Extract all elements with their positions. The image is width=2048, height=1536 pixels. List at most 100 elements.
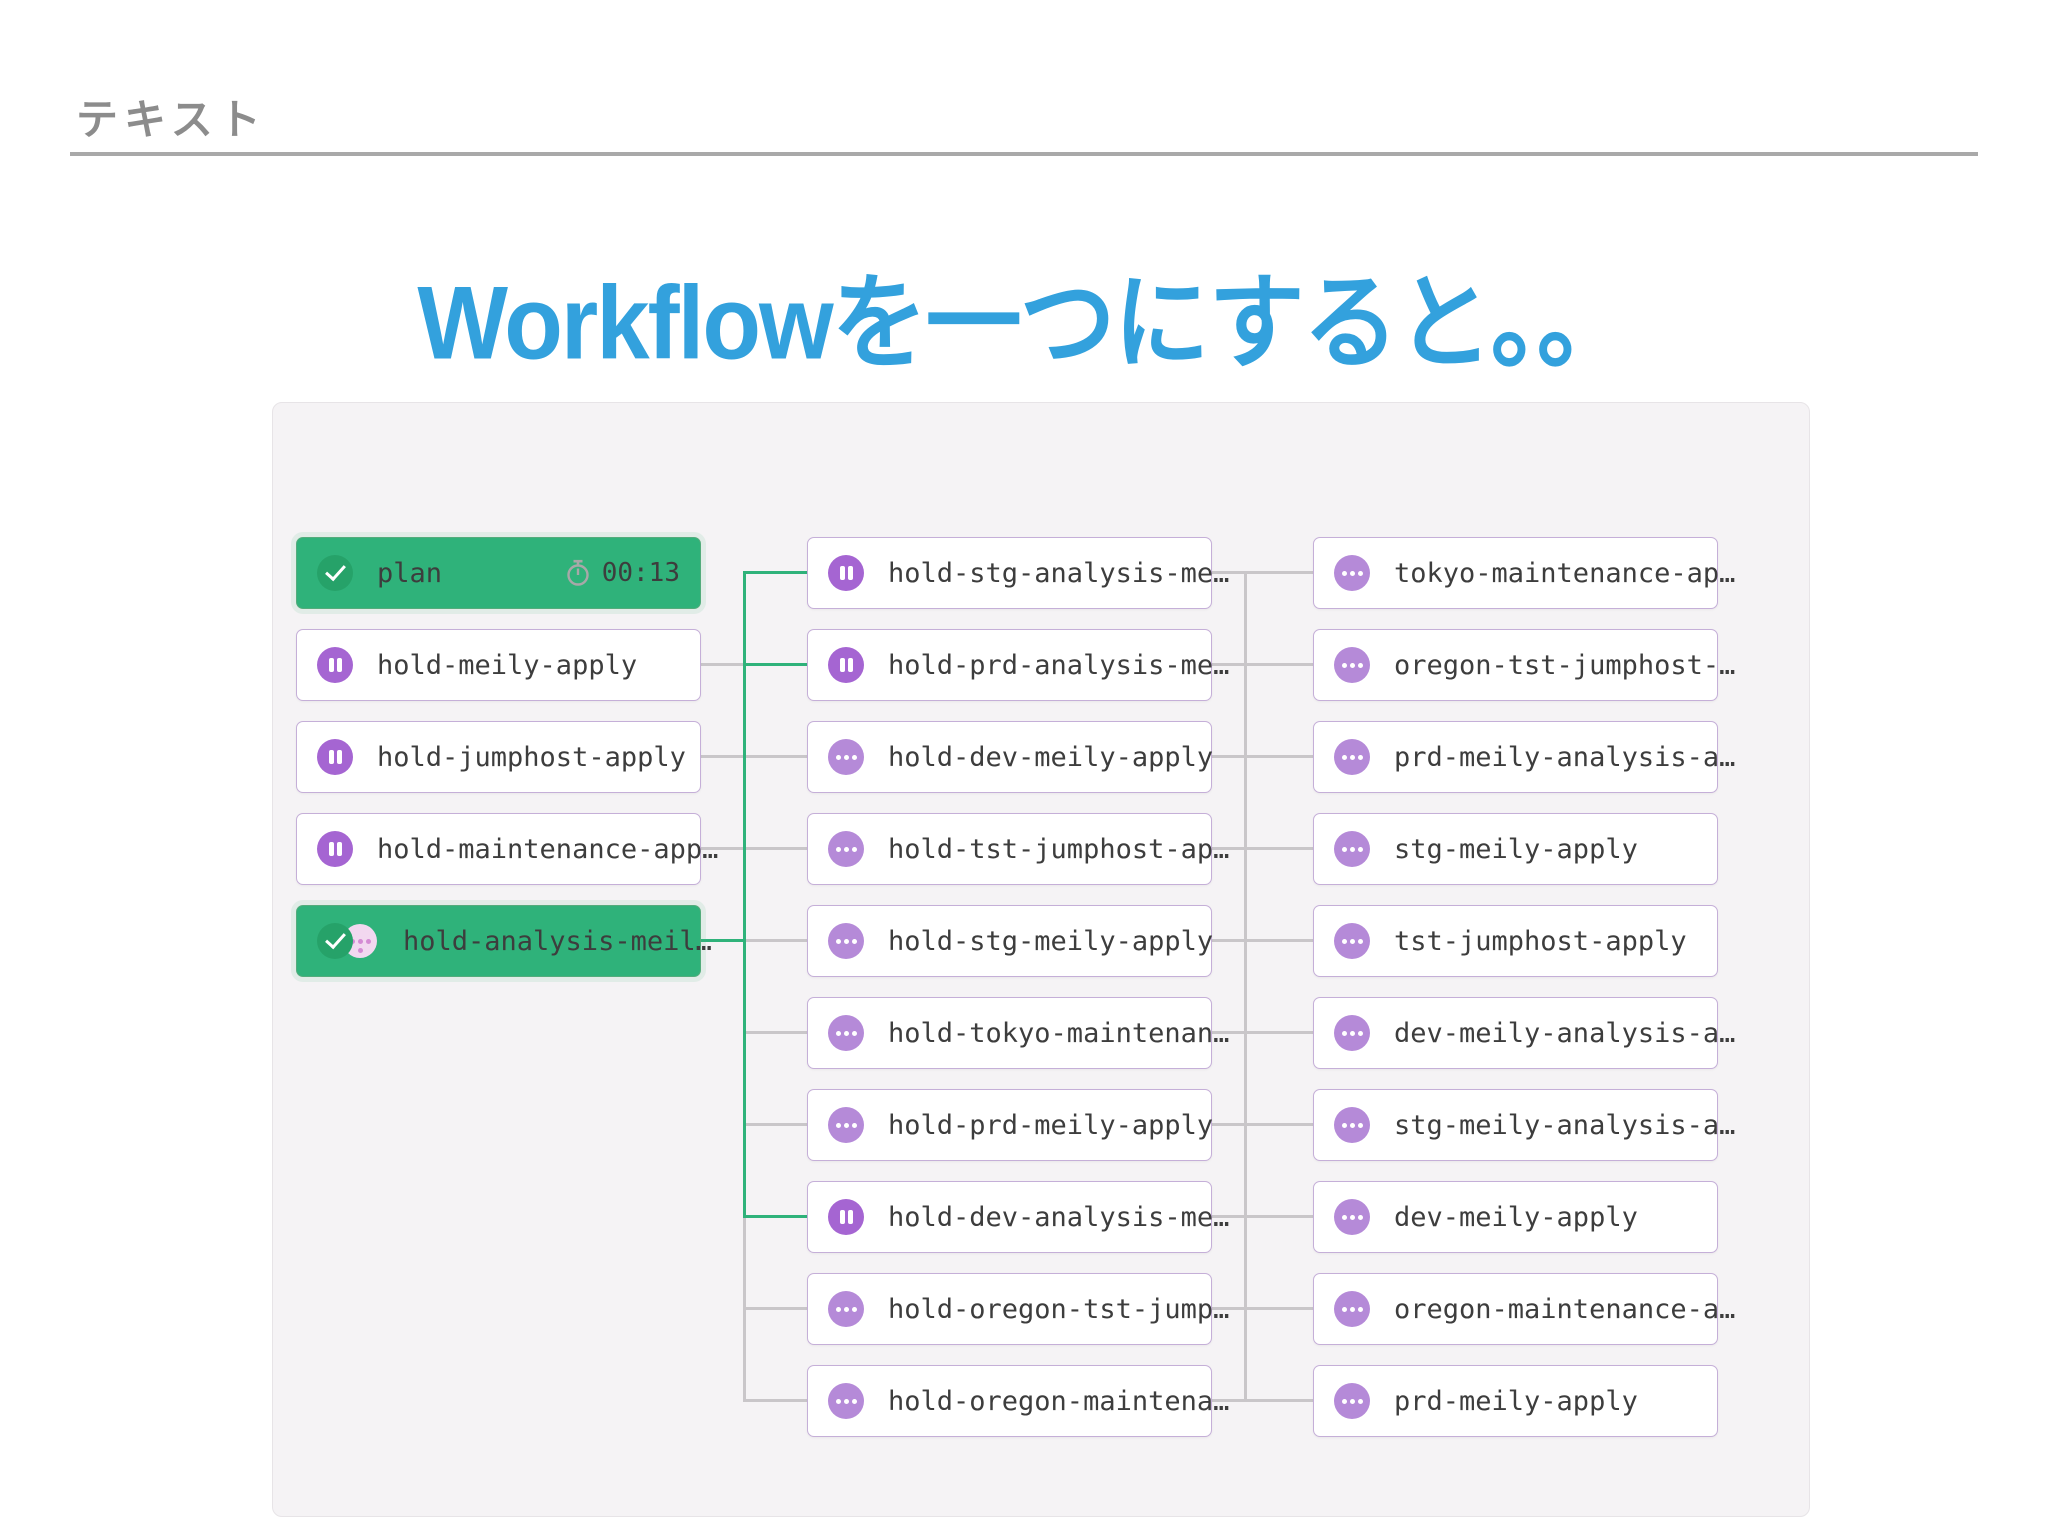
status-paused-icon (317, 831, 353, 867)
connector-line (1212, 1123, 1313, 1126)
connector-line (701, 755, 807, 758)
job-node[interactable]: hold-stg-analysis-me… (807, 537, 1229, 609)
job-label: hold-oregon-tst-jump… (888, 1293, 1230, 1325)
status-success-icon (317, 923, 353, 959)
header-divider (70, 152, 1978, 156)
connector-line (744, 1215, 807, 1218)
status-manual-icon (1334, 1291, 1370, 1327)
status-manual-icon (1334, 1383, 1370, 1419)
job-node[interactable]: oregon-tst-jumphost-… (1313, 629, 1735, 701)
status-manual-icon (828, 923, 864, 959)
job-label: tst-jumphost-apply (1394, 925, 1687, 957)
job-label: hold-oregon-maintena… (888, 1385, 1230, 1417)
connector-line (1212, 939, 1313, 942)
status-manual-icon (828, 1291, 864, 1327)
job-label: hold-stg-meily-apply (888, 925, 1214, 957)
status-manual-icon (1334, 647, 1370, 683)
slide-title: Workflowを一つにすると。。 (417, 265, 1632, 381)
connector-line (1212, 663, 1313, 666)
job-label: hold-dev-meily-apply (888, 741, 1214, 773)
connector-line (744, 1031, 807, 1034)
slide-header-placeholder: テキスト (76, 96, 267, 143)
status-manual-icon (828, 739, 864, 775)
job-node[interactable]: prd-meily-analysis-a… (1313, 721, 1735, 793)
job-node[interactable]: hold-tokyo-maintenan… (807, 997, 1229, 1069)
job-label: plan (377, 557, 443, 589)
job-label: hold-stg-analysis-me… (888, 557, 1230, 589)
status-manual-icon (1334, 1199, 1370, 1235)
job-label: hold-tokyo-maintenan… (888, 1017, 1230, 1049)
stage-column-1: plan 00:13 hold-meily-apply hold-jum (296, 537, 718, 977)
connector-line (701, 663, 744, 666)
job-label: prd-meily-apply (1394, 1385, 1638, 1417)
connector-line (1212, 1399, 1313, 1402)
status-paused-icon (317, 739, 353, 775)
connector-trunk (1244, 571, 1247, 1402)
stage-column-3: tokyo-maintenance-ap… oregon-tst-jumphos… (1313, 537, 1735, 1437)
connector-trunk (743, 1215, 746, 1402)
connector-line (701, 939, 744, 942)
job-label: oregon-maintenance-a… (1394, 1293, 1736, 1325)
job-node[interactable]: dev-meily-analysis-a… (1313, 997, 1735, 1069)
connector-line (744, 571, 807, 574)
status-success-icon (317, 555, 353, 591)
connector-line (1212, 1031, 1313, 1034)
job-label: stg-meily-apply (1394, 833, 1638, 865)
stage-column-2: hold-stg-analysis-me… hold-prd-analysis-… (807, 537, 1229, 1437)
connector-line (744, 939, 807, 942)
job-node-plan[interactable]: plan 00:13 (296, 537, 701, 609)
status-manual-icon (1334, 739, 1370, 775)
status-paused-icon (317, 647, 353, 683)
connector-line (1212, 847, 1313, 850)
connector-line (744, 1399, 807, 1402)
job-node[interactable]: stg-meily-analysis-a… (1313, 1089, 1735, 1161)
connector-line (744, 1123, 807, 1126)
job-duration: 00:13 (563, 558, 680, 588)
job-node[interactable]: hold-oregon-tst-jump… (807, 1273, 1229, 1345)
connector-line (1212, 571, 1313, 574)
job-node[interactable]: tokyo-maintenance-ap… (1313, 537, 1735, 609)
stopwatch-icon (567, 559, 589, 586)
job-label: tokyo-maintenance-ap… (1394, 557, 1736, 589)
job-node[interactable]: hold-meily-apply (296, 629, 701, 701)
job-node[interactable]: prd-meily-apply (1313, 1365, 1718, 1437)
status-success-manual-icon (317, 922, 379, 960)
job-node[interactable]: stg-meily-apply (1313, 813, 1718, 885)
job-node[interactable]: hold-dev-analysis-me… (807, 1181, 1229, 1253)
connector-line (1212, 755, 1313, 758)
connector-line (1212, 1215, 1313, 1218)
status-manual-icon (1334, 1015, 1370, 1051)
job-node[interactable]: hold-dev-meily-apply (807, 721, 1214, 793)
job-label: prd-meily-analysis-a… (1394, 741, 1736, 773)
job-node[interactable]: hold-oregon-maintena… (807, 1365, 1229, 1437)
job-label: stg-meily-analysis-a… (1394, 1109, 1736, 1141)
job-node[interactable]: tst-jumphost-apply (1313, 905, 1718, 977)
connector-line (701, 847, 807, 850)
job-node[interactable]: hold-prd-meily-apply (807, 1089, 1213, 1161)
job-node[interactable]: hold-stg-meily-apply (807, 905, 1214, 977)
job-label: hold-jumphost-apply (377, 741, 686, 773)
status-manual-icon (828, 1383, 864, 1419)
job-label: dev-meily-analysis-a… (1394, 1017, 1736, 1049)
connector-line (1212, 1307, 1313, 1310)
status-manual-icon (828, 831, 864, 867)
job-node[interactable]: oregon-maintenance-a… (1313, 1273, 1735, 1345)
status-manual-icon (1334, 1107, 1370, 1143)
status-paused-icon (828, 1199, 864, 1235)
job-label: oregon-tst-jumphost-… (1394, 649, 1736, 681)
job-node[interactable]: dev-meily-apply (1313, 1181, 1718, 1253)
status-manual-icon (1334, 831, 1370, 867)
status-manual-icon (828, 1015, 864, 1051)
connector-line (744, 1307, 807, 1310)
job-node[interactable]: hold-jumphost-apply (296, 721, 701, 793)
job-label: dev-meily-apply (1394, 1201, 1638, 1233)
job-node[interactable]: hold-prd-analysis-me… (807, 629, 1229, 701)
connector-line (744, 663, 807, 666)
job-label: hold-prd-analysis-me… (888, 649, 1230, 681)
connector-trunk (743, 571, 746, 1218)
job-node[interactable]: hold-tst-jumphost-ap… (807, 813, 1229, 885)
job-label: hold-dev-analysis-me… (888, 1201, 1230, 1233)
job-node[interactable]: hold-analysis-meil… (296, 905, 712, 977)
job-node[interactable]: hold-maintenance-app… (296, 813, 718, 885)
